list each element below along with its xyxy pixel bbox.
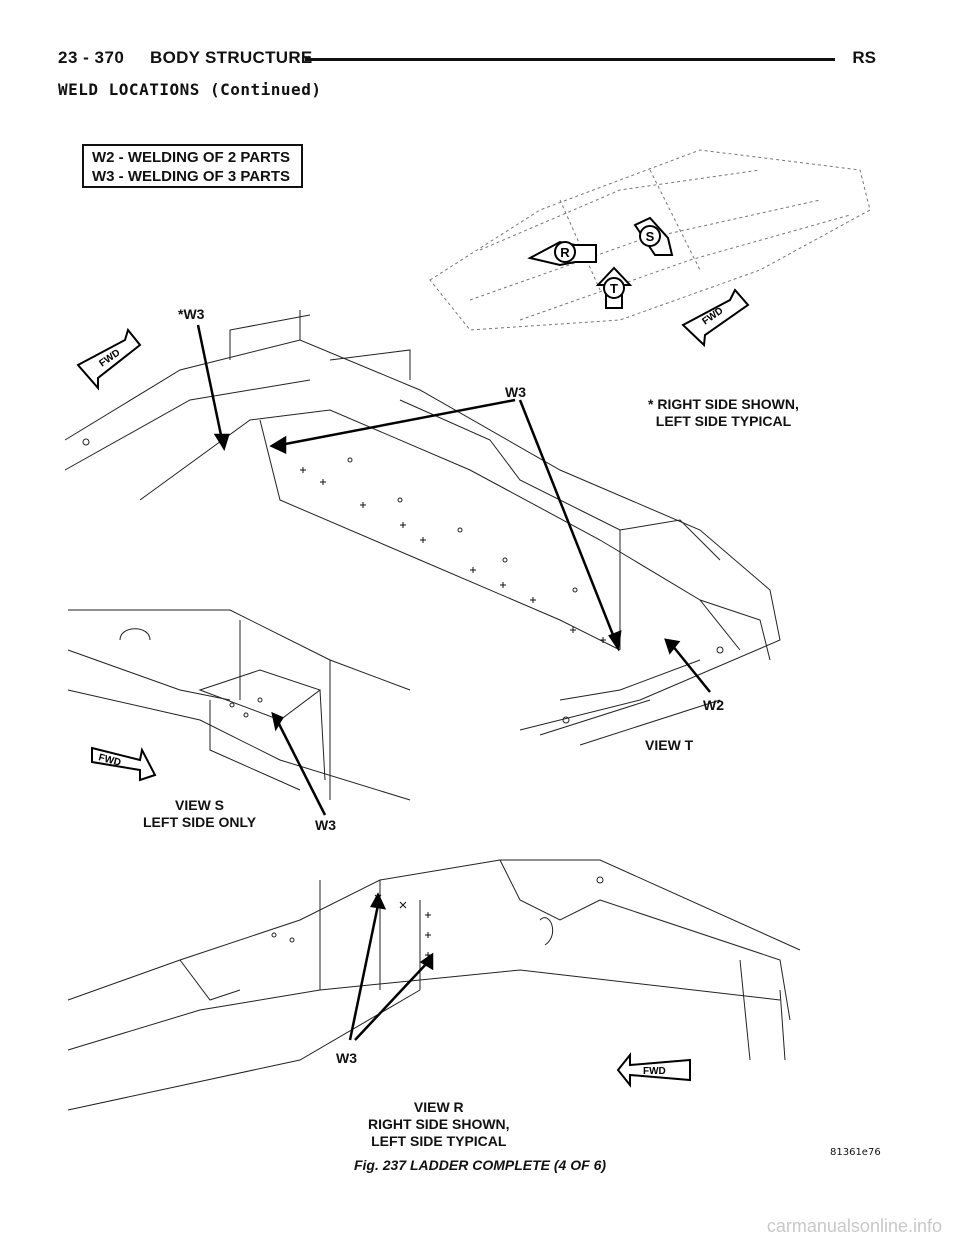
callout-w3-view-t: W3	[505, 384, 526, 400]
view-r-letter: R	[560, 245, 570, 260]
view-r-line3: LEFT SIDE TYPICAL	[371, 1133, 507, 1149]
fwd-label-view-r: FWD	[643, 1066, 666, 1077]
callout-w2: W2	[703, 697, 724, 713]
view-r-line1: VIEW R	[413, 1099, 464, 1115]
figure-id: 81361e76	[830, 1147, 881, 1158]
view-s-marker	[639, 225, 661, 247]
view-r-marker	[554, 241, 576, 263]
right-side-note-line2: LEFT SIDE TYPICAL	[655, 413, 792, 429]
legend-w3: W3 - WELDING OF 3 PARTS	[92, 168, 291, 185]
view-r-frame	[67, 859, 801, 1111]
view-t-weld-marks	[300, 467, 606, 643]
fwd-arrow-view-s	[91, 746, 157, 782]
fwd-arrow-top-right	[681, 288, 750, 348]
fwd-arrows	[76, 288, 750, 1088]
view-s-line2: LEFT SIDE ONLY	[143, 814, 257, 830]
section-code: RS	[852, 48, 876, 67]
figure-caption: Fig. 237 LADDER COMPLETE (4 OF 6)	[353, 1157, 607, 1173]
callout-w3-view-r: W3	[336, 1050, 357, 1066]
view-r-label: VIEW R RIGHT SIDE SHOWN, LEFT SIDE TYPIC…	[368, 1099, 510, 1150]
page-number: 23 - 370	[58, 48, 125, 67]
view-t-marker	[603, 277, 625, 299]
fwd-arrow-view-r	[616, 1052, 691, 1088]
fwd-arrow-view-t-left	[76, 327, 142, 391]
view-s-line1: VIEW S	[175, 797, 225, 813]
legend-w2: W2 - WELDING OF 2 PARTS	[92, 149, 291, 166]
view-t-label: VIEW T	[645, 737, 694, 753]
header-rule	[305, 58, 835, 61]
view-t-frame-rail	[64, 310, 781, 746]
weld-legend: W2 - WELDING OF 2 PARTS W3 - WELDING OF …	[82, 144, 303, 188]
page-subtitle: WELD LOCATIONS (Continued)	[58, 80, 322, 99]
callout-star-w3: *W3	[178, 306, 205, 322]
right-side-note-line1: * RIGHT SIDE SHOWN,	[648, 396, 799, 412]
view-s-label: VIEW S LEFT SIDE ONLY	[143, 797, 256, 831]
section-title: BODY STRUCTURE	[150, 48, 313, 67]
view-r-line2: RIGHT SIDE SHOWN,	[368, 1116, 510, 1132]
watermark: carmanualsonline.info	[766, 1216, 942, 1236]
right-side-note: * RIGHT SIDE SHOWN, LEFT SIDE TYPICAL	[648, 396, 799, 430]
view-s-frame	[67, 609, 411, 801]
view-s-letter: S	[646, 229, 655, 244]
callout-w3-view-s: W3	[315, 817, 336, 833]
view-t-letter: T	[610, 281, 618, 296]
